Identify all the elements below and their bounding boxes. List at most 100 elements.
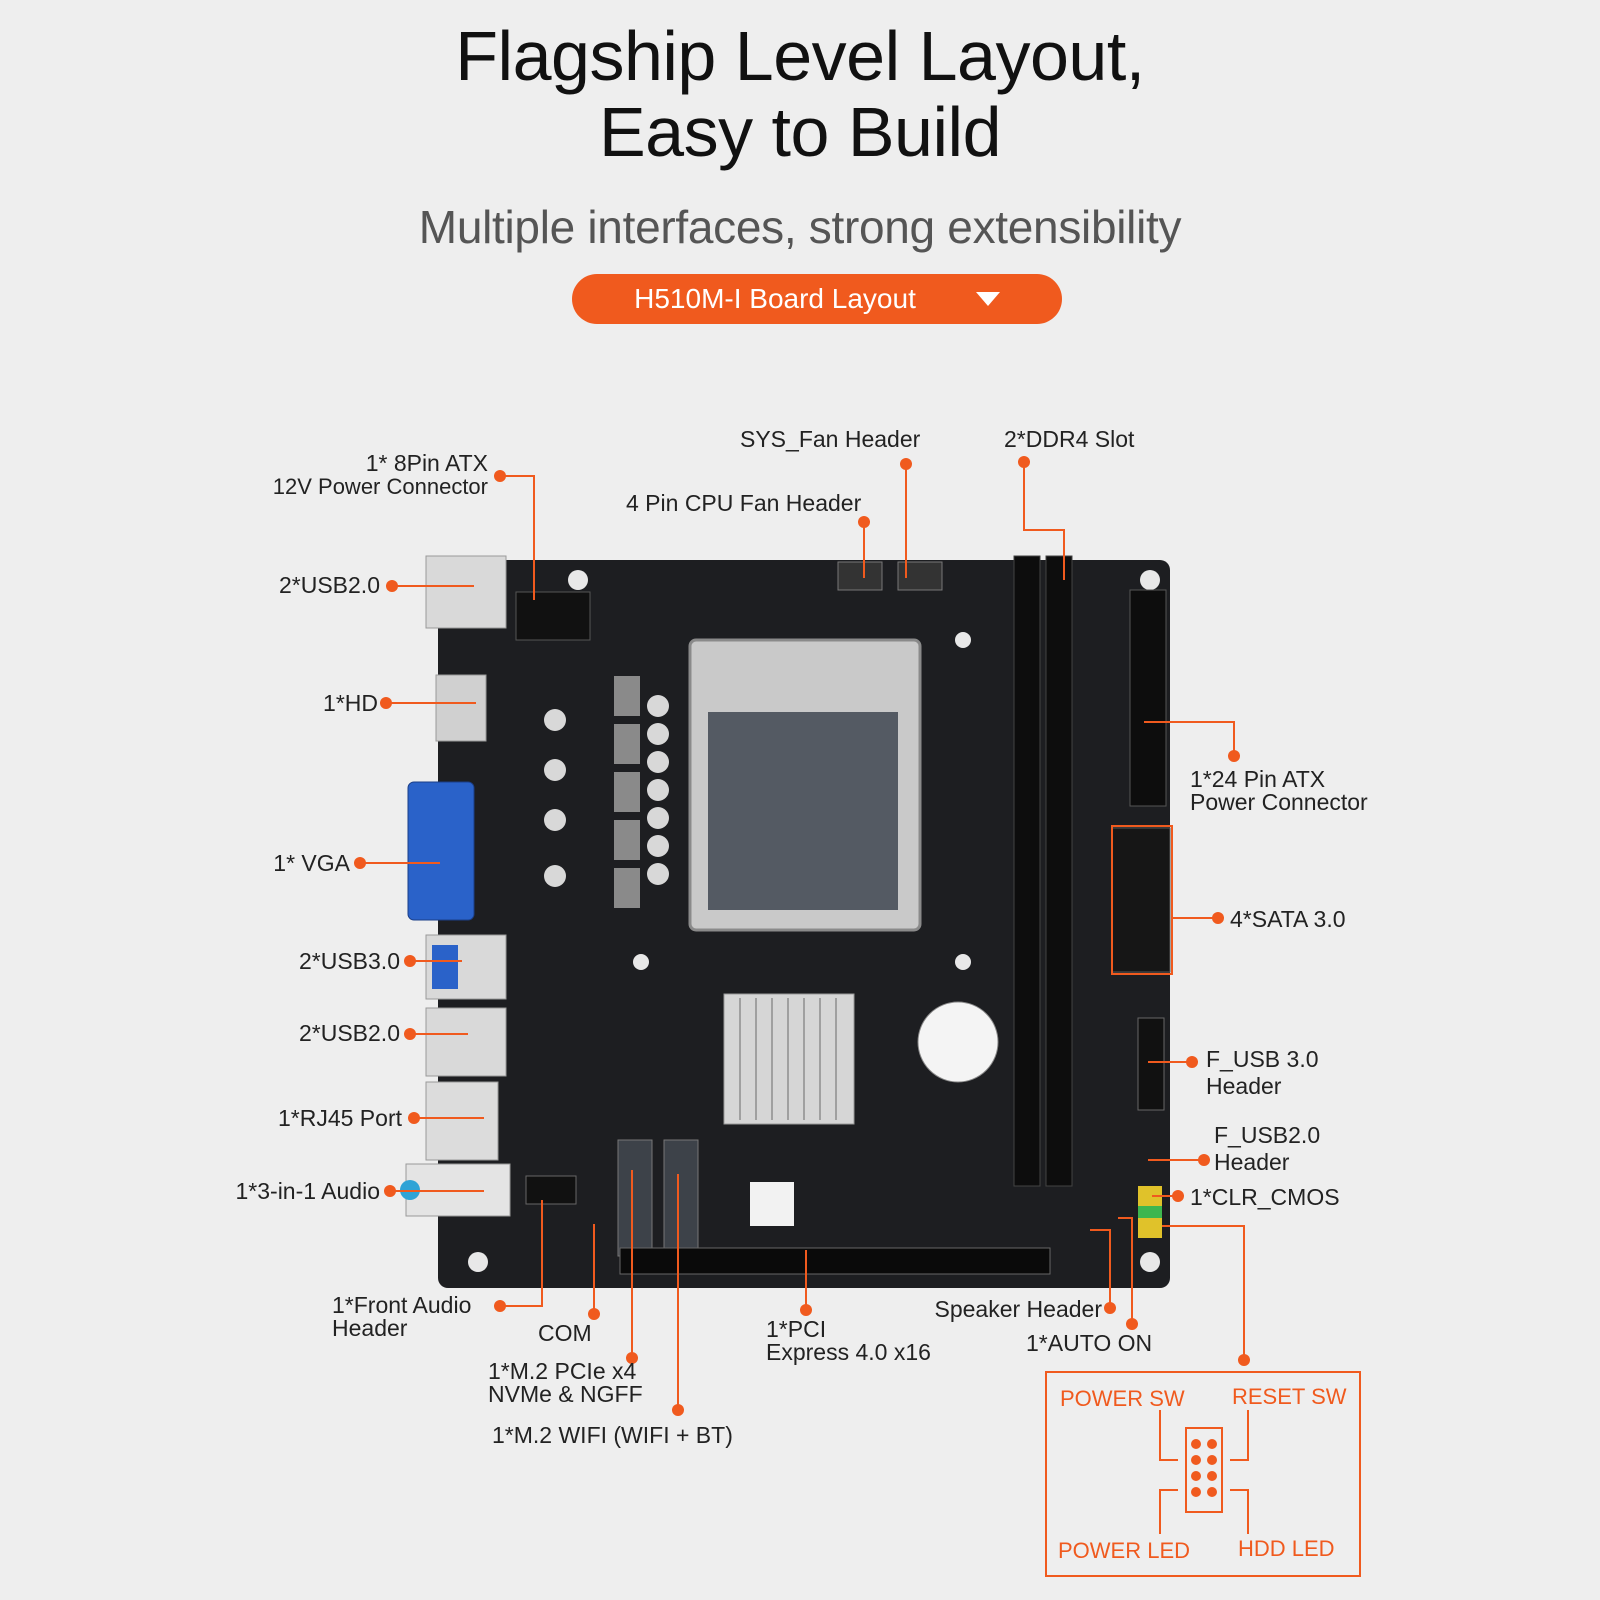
leader-ddr4 [1023,462,1065,580]
page-title: Flagship Level Layout, Easy to Build [0,18,1600,170]
front-panel-pin-diagram [1159,1410,1249,1534]
board-layout-label: H510M-I Board Layout [634,283,916,314]
label-atx8-line2: 12V Power Connector [272,474,488,499]
dot-sata [1212,912,1224,924]
label-m2-nvme-line1: 1*M.2 PCIe x4 [488,1358,637,1384]
label-reset-sw: RESET SW [1232,1384,1347,1409]
label-fusb20: F_USB2.0 Header [1214,1124,1320,1174]
atx-24pin-connector [1129,589,1167,807]
dot-vga [354,857,366,869]
label-hd: 1*HD [323,690,378,716]
label-front-audio: 1*Front Audio Header [332,1294,471,1340]
label-fusb20-line1: F_USB2.0 [1214,1122,1321,1148]
dot-hd [380,697,392,709]
label-fusb30-line2: Header [1206,1073,1282,1099]
leader-atx8 [500,475,535,600]
label-front-audio-line1: 1*Front Audio [332,1292,472,1318]
dot-clr-cmos [1172,1190,1184,1202]
dot-atx24 [1228,750,1240,762]
label-atx24: 1*24 Pin ATX Power Connector [1190,768,1368,814]
dot-auto-on [1126,1318,1138,1330]
sata-highlight [1111,825,1173,975]
label-m2-nvme: 1*M.2 PCIe x4 NVMe & NGFF [488,1360,643,1406]
cpu-fan-header [837,561,883,591]
label-pcie-line2: Express 4.0 x16 [766,1339,931,1365]
mounting-hole-icon [568,570,588,590]
label-vga: 1* VGA [273,850,350,876]
usb30-tongue [432,945,458,989]
vga-port [407,781,475,921]
hd-port [435,674,487,742]
label-power-sw: POWER SW [1060,1386,1185,1411]
title-line-1: Flagship Level Layout, [455,17,1145,95]
dot-rj45 [408,1112,420,1124]
cmos-battery [917,1001,999,1083]
heatsink-fins [739,998,837,1120]
label-sata: 4*SATA 3.0 [1230,906,1346,932]
label-power-led: POWER LED [1058,1538,1191,1563]
label-speaker: Speaker Header [934,1296,1103,1322]
pcie-x16-slot [619,1247,1051,1275]
title-line-2: Easy to Build [598,93,1002,171]
dot-fusb30 [1186,1056,1198,1068]
label-atx8-line1: 1* 8Pin ATX [365,450,488,476]
dot-cpu-fan [858,516,870,528]
dot-speaker [1104,1302,1116,1314]
mounting-hole-icon [955,954,971,970]
front-panel-header-led [1138,1206,1162,1218]
vrm-chokes [614,676,640,908]
capacitors [544,695,669,887]
dot-com [588,1308,600,1320]
label-fusb30: F_USB 3.0 Header [1206,1048,1319,1098]
label-sys-fan: SYS_Fan Header [740,426,921,452]
dot-ddr4 [1018,456,1030,468]
label-m2-wifi: 1*M.2 WIFI (WIFI + BT) [492,1422,733,1448]
atx-8pin-connector [515,591,591,641]
dot-m2-wifi [672,1404,684,1416]
label-fusb20-line2: Header [1214,1149,1290,1175]
board-layout-dropdown[interactable]: H510M-I Board Layout [572,274,1062,324]
dot-fusb20 [1198,1154,1210,1166]
dot-sys-fan [900,458,912,470]
leader-front-panel [1162,1225,1245,1360]
label-fusb30-line1: F_USB 3.0 [1206,1046,1319,1072]
label-cpu-fan: 4 Pin CPU Fan Header [626,490,862,516]
leader-auto-on [1118,1217,1133,1324]
label-usb30: 2*USB3.0 [298,948,400,974]
label-front-audio-line2: Header [332,1315,408,1341]
label-rj45: 1*RJ45 Port [277,1105,402,1131]
label-usb20-bottom: 2*USB2.0 [298,1020,400,1046]
mounting-hole-icon [1140,1252,1160,1272]
leader-front-audio [500,1200,543,1307]
page-subtitle: Multiple interfaces, strong extensibilit… [418,201,1182,253]
sata-ports [1111,827,1171,973]
mounting-hole-icon [633,954,649,970]
m2-wifi-slot [663,1139,699,1257]
usb20-top-port [425,555,507,629]
mounting-hole-icon [468,1252,488,1272]
label-usb20-top: 2*USB2.0 [278,572,380,598]
label-com: COM [538,1320,592,1346]
label-m2-nvme-line2: NVMe & NGFF [488,1381,643,1407]
leader-speaker [1090,1229,1111,1308]
m2-nvme-slot [617,1139,653,1257]
label-pcie: 1*PCI Express 4.0 x16 [766,1318,931,1364]
mounting-hole-icon [1140,570,1160,590]
dot-usb30 [404,955,416,967]
dot-front-panel [1238,1354,1250,1366]
dot-m2-nvme [626,1352,638,1364]
dot-usb20-top [386,580,398,592]
dot-front-audio [494,1300,506,1312]
dot-pcie [800,1304,812,1316]
qr-code [750,1182,794,1226]
front-panel-pins [1191,1439,1217,1497]
front-panel-box [1045,1371,1361,1577]
f-usb30-header [1137,1017,1165,1111]
rj45-port [425,1081,499,1161]
caret-down-icon [975,292,1000,306]
dot-audio [384,1185,396,1197]
ddr4-slot-1 [1013,555,1041,1187]
label-atx8: 1* 8Pin ATX 12V Power Connector [250,450,488,499]
